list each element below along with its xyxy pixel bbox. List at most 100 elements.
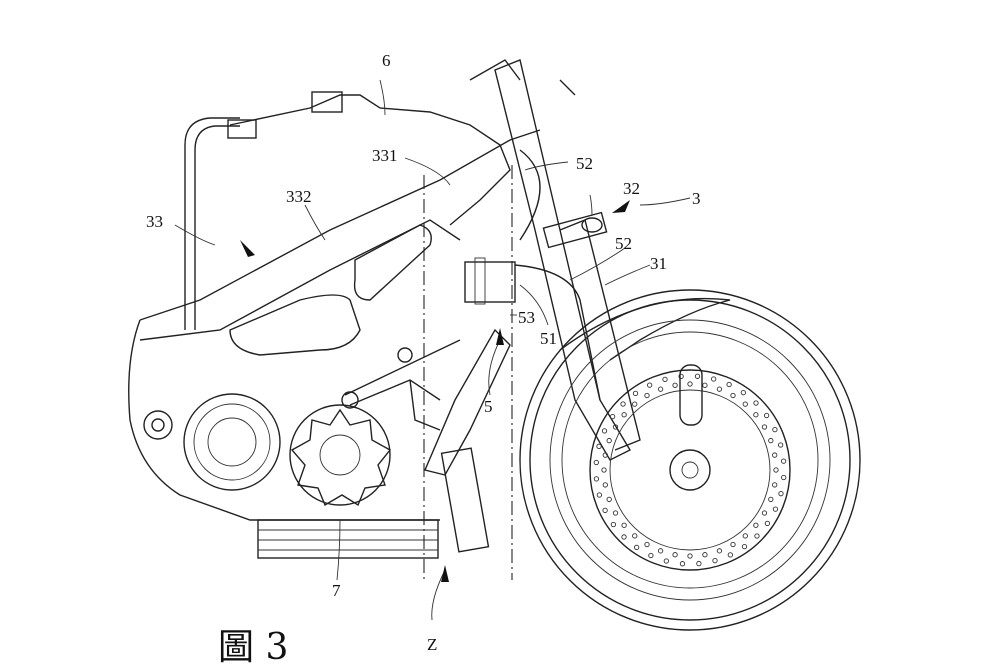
label-32: 32 [623, 179, 640, 198]
frame-panel-upper [353, 224, 432, 301]
disc-hole [780, 458, 787, 464]
label-7: 7 [332, 581, 341, 600]
disc-hole [741, 543, 748, 550]
disc-hole [610, 521, 617, 528]
disc-hole [687, 553, 693, 559]
fuel-tank [229, 94, 511, 226]
disc-hole [662, 376, 668, 383]
brake-disc [589, 369, 791, 571]
disc-hole [694, 373, 701, 379]
figure-caption: 圖 3 [218, 627, 289, 668]
disc-hole [602, 482, 608, 488]
label-332: 332 [286, 187, 312, 206]
disc-hole [601, 428, 608, 434]
label-z: Z [427, 635, 438, 654]
gear-7 [289, 404, 391, 506]
disc-hole [687, 381, 693, 387]
disc-hole [716, 386, 723, 392]
disc-hole [621, 534, 627, 540]
disc-hole [754, 533, 760, 539]
disc-hole [712, 557, 718, 564]
label-53: 53 [518, 308, 535, 327]
disc-hole [612, 424, 619, 430]
disc-hole [632, 533, 638, 539]
disc-hole [602, 507, 608, 513]
label-52-upper: 52 [576, 154, 593, 173]
linkage [344, 339, 461, 431]
disc-hole [596, 492, 603, 498]
disc-hole [768, 437, 774, 444]
disc-hole [612, 510, 619, 516]
fork-31 [559, 219, 641, 451]
disc-hole [648, 552, 654, 559]
component-5 [424, 328, 511, 476]
main-frame [139, 129, 541, 321]
cable-51 [514, 264, 601, 401]
disc-hole [753, 400, 759, 406]
disc-hole [632, 401, 638, 407]
disc-hole [679, 561, 686, 567]
disc-hole [742, 533, 748, 539]
disc-hole [768, 496, 774, 503]
disc-hole [711, 376, 717, 382]
frame-panel-lower [229, 294, 361, 356]
disc-hole [726, 381, 732, 388]
disc-hole [678, 373, 684, 380]
disc-hole [763, 412, 770, 419]
disc-hole [773, 467, 779, 473]
disc-hole [657, 386, 664, 392]
disc-hole [772, 506, 779, 512]
disc-hole [716, 548, 723, 554]
disc-hole [644, 392, 650, 399]
disc-hole [742, 401, 748, 407]
disc-hole [672, 382, 678, 388]
disc-hole [647, 382, 653, 388]
disc-hole [602, 452, 608, 458]
disc-hole [657, 548, 664, 554]
disc-hole [601, 467, 607, 473]
disc-hole [730, 541, 736, 548]
disc-hole [606, 437, 612, 444]
disc-hole [633, 544, 640, 551]
rear-body [128, 319, 440, 521]
disc-hole [632, 390, 639, 397]
disc-hole [621, 522, 627, 528]
disc-hole [777, 442, 784, 448]
disc-hole [702, 552, 708, 558]
disc-hole [593, 476, 600, 482]
disc-hole [620, 401, 626, 407]
disc-hole [781, 474, 787, 481]
disc-hole [761, 510, 768, 516]
disc-hole [772, 427, 778, 433]
disc-hole [778, 491, 784, 497]
label-33: 33 [146, 212, 163, 231]
disc-hole [672, 552, 678, 558]
disc-hole [772, 452, 778, 458]
disc-hole [761, 424, 768, 430]
disc-hole [702, 382, 708, 388]
disc-hole [593, 459, 599, 466]
disc-hole [663, 558, 669, 564]
disc-hole [764, 520, 771, 527]
label-5: 5 [484, 397, 493, 416]
label-31: 31 [650, 254, 667, 273]
disc-hole [609, 413, 616, 420]
disc-hole [596, 443, 602, 449]
label-331: 331 [372, 146, 398, 165]
disc-hole [621, 412, 627, 418]
disc-hole [772, 482, 778, 488]
disc-hole [727, 552, 733, 558]
disc-hole [753, 412, 759, 418]
disc-hole [730, 392, 736, 399]
disc-hole [644, 541, 650, 548]
label-3: 3 [692, 189, 701, 208]
rear-frame-loop [184, 117, 240, 330]
front-wheel [519, 289, 861, 631]
disc-hole [696, 560, 702, 567]
disc-hole [753, 522, 759, 528]
label-6: 6 [382, 51, 391, 70]
engine-cover [183, 393, 281, 491]
label-51: 51 [540, 329, 557, 348]
handle-32 [581, 217, 603, 233]
